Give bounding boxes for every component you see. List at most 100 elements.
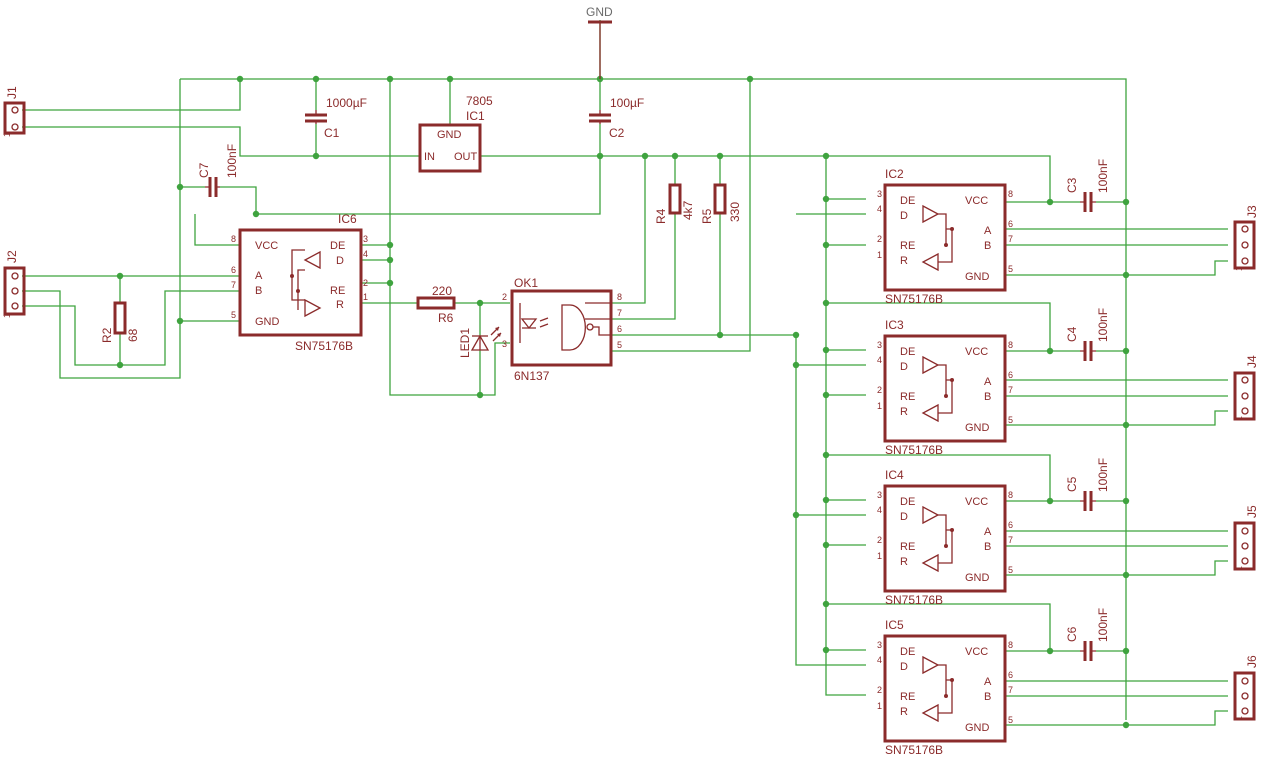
- resistor-r4[interactable]: R4 4k7: [654, 183, 695, 224]
- capacitor-c6[interactable]: C6 100nF: [1065, 608, 1110, 661]
- ic2-pin1: 1: [877, 250, 882, 260]
- ic6-pin3: 3: [363, 234, 368, 244]
- ok1-pin3: 3: [502, 339, 507, 349]
- led-led1[interactable]: LED1: [458, 326, 502, 358]
- r6-label: R6: [438, 311, 454, 325]
- ic3-gnd: GND: [965, 422, 990, 434]
- ic1-gnd-pin: GND: [437, 129, 462, 141]
- ic5-type: SN75176B: [885, 743, 943, 757]
- ic1-type: 7805: [466, 94, 493, 108]
- ic3-label: IC3: [885, 318, 904, 332]
- ic5-de: DE: [900, 646, 915, 658]
- ic2-gnd: GND: [965, 271, 990, 283]
- transceiver-ic5[interactable]: IC5 SN75176B DE D RE R VCC A B GND 3 4 2…: [877, 618, 1013, 757]
- c4-value: 100nF: [1096, 308, 1110, 342]
- r4-label: R4: [654, 208, 668, 224]
- connector-j6[interactable]: J6 1: [1233, 655, 1259, 721]
- j4-label: J4: [1245, 355, 1259, 368]
- c2-value: 100µF: [610, 96, 644, 110]
- capacitor-c1[interactable]: 1000µF C1: [305, 96, 367, 140]
- ic6-pin7: 7: [231, 280, 236, 290]
- j5-label: J5: [1245, 505, 1259, 518]
- ic2-pin5: 5: [1008, 264, 1013, 274]
- wires: [22, 20, 1228, 726]
- optocoupler-ok1[interactable]: OK1 6N137 2 3 8 7 6 5: [502, 276, 622, 383]
- j3-label: J3: [1245, 205, 1259, 218]
- connector-j4[interactable]: J4 1: [1233, 355, 1259, 421]
- c7-label: C7: [197, 162, 211, 178]
- ic4-pin4: 4: [877, 505, 882, 515]
- r5-label: R5: [700, 208, 714, 224]
- ic4-pin1: 1: [877, 551, 882, 561]
- ok1-pin2: 2: [502, 292, 507, 302]
- gnd-label: GND: [586, 5, 613, 19]
- resistor-r5[interactable]: R5 330: [700, 183, 742, 224]
- capacitor-c5[interactable]: C5 100nF: [1065, 458, 1110, 511]
- ic5-re: RE: [900, 691, 915, 703]
- ic4-gnd: GND: [965, 572, 990, 584]
- ok1-pin8: 8: [617, 292, 622, 302]
- ic2-pin7: 7: [1008, 234, 1013, 244]
- ic3-type: SN75176B: [885, 443, 943, 457]
- gnd-symbol: GND: [586, 5, 613, 79]
- ic2-d: D: [900, 210, 908, 222]
- ic6-a: A: [255, 270, 263, 282]
- ic3-d: D: [900, 361, 908, 373]
- transceiver-ic4[interactable]: IC4 SN75176B DE D RE R VCC A B GND 3 4 2…: [877, 468, 1013, 607]
- ic2-a: A: [984, 225, 992, 237]
- c6-label: C6: [1065, 626, 1079, 642]
- capacitor-c3[interactable]: C3 100nF: [1065, 159, 1110, 212]
- capacitor-c7[interactable]: C7 100nF: [197, 144, 239, 197]
- ic1-in-pin: IN: [424, 151, 435, 163]
- ic2-pin2: 2: [877, 234, 882, 244]
- j6-pin1: 1: [1234, 716, 1244, 721]
- ic5-vcc: VCC: [965, 646, 988, 658]
- transceiver-ic2[interactable]: IC2 SN75176B DE D RE R VCC A B GND 3 4 2…: [877, 167, 1013, 306]
- ic5-pin7: 7: [1008, 685, 1013, 695]
- c1-label: C1: [324, 126, 340, 140]
- ic3-vcc: VCC: [965, 346, 988, 358]
- ic6-pin5: 5: [231, 310, 236, 320]
- j2-label: J2: [5, 250, 19, 263]
- transceiver-ic3[interactable]: IC3 SN75176B DE D RE R VCC A B GND 3 4 2…: [877, 318, 1013, 457]
- ic6-pin2: 2: [363, 278, 368, 288]
- ic4-d: D: [900, 511, 908, 523]
- c4-label: C4: [1065, 326, 1079, 342]
- connector-j1[interactable]: J1 1: [2, 86, 26, 137]
- r6-value: 220: [432, 284, 452, 298]
- c2-label: C2: [609, 126, 625, 140]
- ic6-b: B: [255, 285, 262, 297]
- ic6-pin1: 1: [363, 292, 368, 302]
- ic4-type: SN75176B: [885, 593, 943, 607]
- j2-pin1: 1: [2, 313, 12, 318]
- c6-value: 100nF: [1096, 608, 1110, 642]
- ic2-pin3: 3: [877, 189, 882, 199]
- connector-j5[interactable]: J5 1: [1233, 505, 1259, 571]
- ic2-r: R: [900, 255, 908, 267]
- resistor-r6[interactable]: 220 R6: [416, 284, 456, 325]
- ok1-pin7: 7: [617, 308, 622, 318]
- ic6-r: R: [336, 299, 344, 311]
- ic2-pin4: 4: [877, 204, 882, 214]
- ic5-pin4: 4: [877, 655, 882, 665]
- connector-j3[interactable]: J3 1: [1233, 205, 1259, 271]
- c3-value: 100nF: [1096, 159, 1110, 193]
- regulator-ic1[interactable]: 7805 IC1 GND IN OUT: [418, 94, 493, 173]
- capacitor-c4[interactable]: C4 100nF: [1065, 308, 1110, 361]
- ic3-pin7: 7: [1008, 385, 1013, 395]
- transceiver-ic6[interactable]: IC6 SN75176B VCC A B GND DE D RE R 8 6 7…: [231, 212, 368, 353]
- ic6-re: RE: [330, 285, 345, 297]
- resistor-r2[interactable]: R2 68: [100, 301, 140, 343]
- ic4-pin5: 5: [1008, 565, 1013, 575]
- ic5-label: IC5: [885, 618, 904, 632]
- ic5-pin8: 8: [1008, 640, 1013, 650]
- ic3-pin6: 6: [1008, 370, 1013, 380]
- ic4-pin8: 8: [1008, 490, 1013, 500]
- ic2-b: B: [984, 240, 991, 252]
- capacitor-c2[interactable]: 100µF C2: [589, 96, 644, 140]
- ic4-pin2: 2: [877, 535, 882, 545]
- connector-j2[interactable]: J2 1: [2, 250, 26, 318]
- ic5-r: R: [900, 706, 908, 718]
- ic4-pin3: 3: [877, 490, 882, 500]
